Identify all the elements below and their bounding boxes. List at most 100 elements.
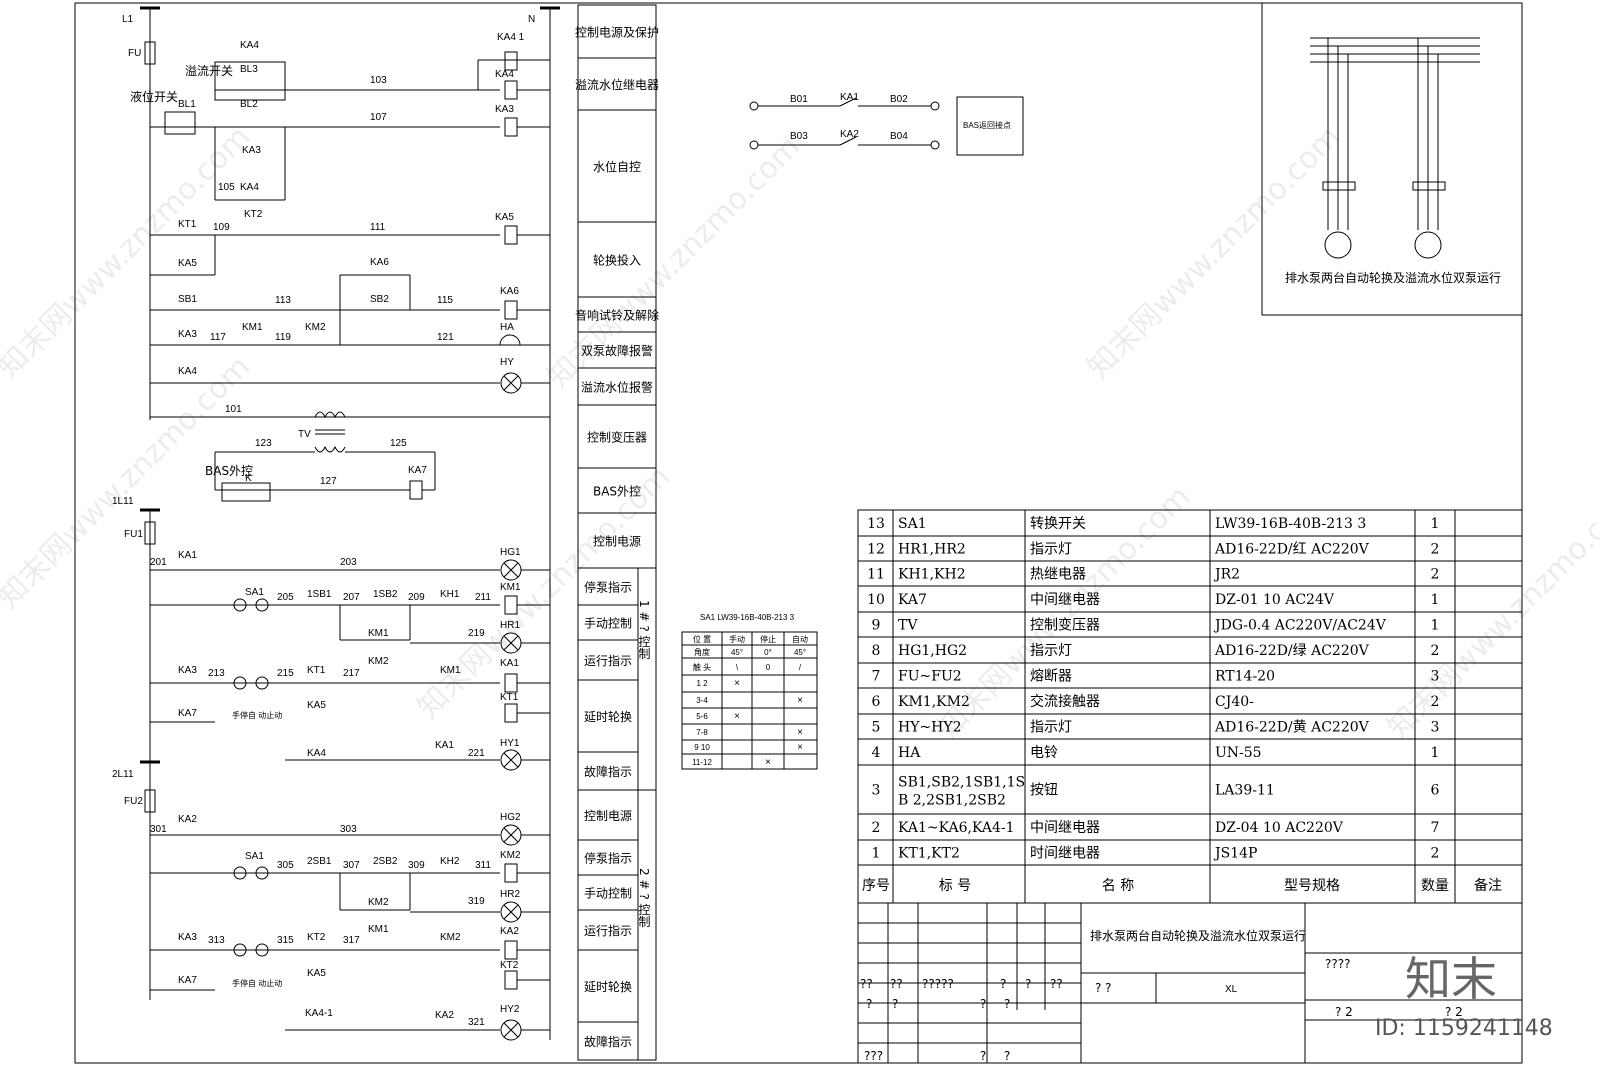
ka6-contact-label: KA6	[370, 257, 389, 268]
tb-q1: ? ?	[1095, 981, 1112, 995]
wire-217: 217	[343, 668, 360, 679]
bom-cell: TV	[898, 618, 918, 634]
fu-fuse	[144, 41, 156, 65]
ka1-row-label: KA1	[435, 740, 454, 751]
ka5-contact-label: KA5	[178, 258, 197, 269]
b01-label: B01	[790, 94, 808, 105]
wire-303: 303	[340, 824, 357, 835]
bas-return-contact-label: BAS返回接点	[963, 120, 1011, 130]
ka1-label: KA1	[178, 550, 197, 561]
wire-125: 125	[390, 438, 407, 449]
sa1-contacts-cell: \	[736, 663, 739, 672]
ka4-label: KA4	[495, 69, 514, 80]
tv-label: TV	[298, 429, 311, 440]
fu2-label: FU2	[124, 796, 143, 807]
sa1-mark-cell: ×	[797, 742, 803, 753]
km2-aux-label: KM2	[368, 656, 389, 667]
bom-cell: 时间继电器	[1030, 846, 1100, 862]
motor-1	[1324, 231, 1352, 259]
function-label: BAS外控	[593, 485, 641, 499]
bas-ka1-label: KA1	[840, 92, 859, 103]
bom-cell: 8	[872, 643, 881, 659]
drawing-code: XL	[1225, 984, 1238, 995]
wire-101: 101	[225, 404, 242, 415]
sa1-contact-cell: 1 2	[696, 679, 708, 688]
function-label: 故障指示	[584, 1034, 632, 1049]
sa1-contact-cell: 5-6	[696, 712, 708, 721]
bom-cell: 热继电器	[1030, 567, 1086, 583]
ka4-1-label: KA4-1	[305, 1008, 333, 1019]
bas-external-label: BAS外控	[205, 464, 253, 478]
bom-cell: 1	[1431, 618, 1440, 634]
kt1-coil-label: KT1	[500, 692, 519, 703]
bom-cell: 熔断器	[1030, 669, 1072, 685]
function-label: 控制变压器	[587, 430, 647, 445]
function-label: 运行指示	[584, 653, 632, 668]
wire-203: 203	[340, 557, 357, 568]
n-label: N	[528, 14, 535, 25]
wire-119: 119	[275, 332, 291, 343]
tb-r12: ?	[980, 1049, 986, 1063]
wire-205: 205	[277, 592, 294, 603]
function-label: 控制电源	[593, 535, 641, 549]
km1-aux2-label: KM1	[368, 924, 389, 935]
kt1-label: KT1	[178, 219, 197, 230]
wire-127: 127	[320, 476, 337, 487]
ka7-coil-label: KA7	[408, 465, 427, 476]
bom-cell: 13	[867, 516, 885, 532]
bom-cell: 转换开关	[1030, 515, 1086, 532]
bom-cell: 9	[872, 618, 881, 634]
wire-111: 111	[370, 222, 386, 233]
function-label: 运行指示	[584, 923, 632, 938]
bom-cell: DZ-01 10 AC24V	[1215, 592, 1335, 608]
kh2-label: KH2	[440, 856, 460, 867]
wire-201: 201	[150, 557, 167, 568]
sa1-mark-cell: ×	[734, 711, 740, 722]
ka3-row-label: KA3	[178, 329, 197, 340]
ka6-coil-label: KA6	[500, 286, 519, 297]
function-label: 手动控制	[584, 617, 632, 631]
function-label: 控制电源	[584, 809, 632, 823]
bom-cell: 6	[872, 694, 881, 710]
overflow-switch-label: 溢流开关	[185, 64, 233, 78]
wire-105: 105	[218, 182, 235, 193]
sa1-contacts-cell: 触 头	[693, 662, 711, 672]
sa1-angle-cell: 0°	[764, 648, 772, 657]
bom-cell: JS14P	[1213, 846, 1257, 862]
brand-logo: 知末	[1405, 952, 1497, 1006]
bom-cell: 4	[872, 745, 881, 761]
ka1-coil-label: KA1	[500, 658, 519, 669]
sa1-angle-cell: 45°	[731, 648, 743, 657]
function-label: 溢流水位继电器	[575, 77, 659, 92]
function-label: 轮换投入	[593, 253, 641, 268]
hr1-label: HR1	[500, 620, 520, 631]
tb-r11: ???	[864, 1049, 883, 1063]
bom-cell: 2	[1431, 846, 1440, 862]
function-column	[577, 4, 657, 1061]
sa1-label: SA1	[245, 587, 264, 598]
bom-cell: SB1,SB2,1SB1,1S	[898, 775, 1025, 791]
sa1-contact-cell: 11-12	[692, 758, 712, 767]
bom-cell: 中间继电器	[1030, 592, 1100, 608]
km1-aux-label: KM1	[368, 628, 389, 639]
tb-r2: ??	[890, 977, 903, 991]
bom-cell: 3	[872, 783, 881, 799]
hg2-label: HG2	[500, 812, 521, 823]
wire-313: 313	[208, 935, 225, 946]
bom-cell: LA39-11	[1215, 783, 1275, 799]
bom-cell: 5	[872, 720, 881, 736]
sa1-contacts-cell: /	[799, 663, 802, 672]
km2-aux2-label: KM2	[368, 897, 389, 908]
sb2-label: SB2	[370, 294, 389, 305]
bom-cell: 中间继电器	[1030, 820, 1100, 836]
ka3-2-label: KA3	[178, 932, 197, 943]
bom-cell: 2	[1431, 643, 1440, 659]
tb-r7: ?	[866, 997, 872, 1011]
bom-cell: KH1,KH2	[898, 567, 966, 583]
ka3-contact-label: KA3	[242, 145, 261, 156]
brand-id: ID: 1159241148	[1375, 1016, 1553, 1041]
function-label: 停泵指示	[584, 851, 632, 866]
function-label: 控制电源及保护	[575, 26, 659, 40]
bom-cell: HG1,HG2	[898, 643, 967, 659]
